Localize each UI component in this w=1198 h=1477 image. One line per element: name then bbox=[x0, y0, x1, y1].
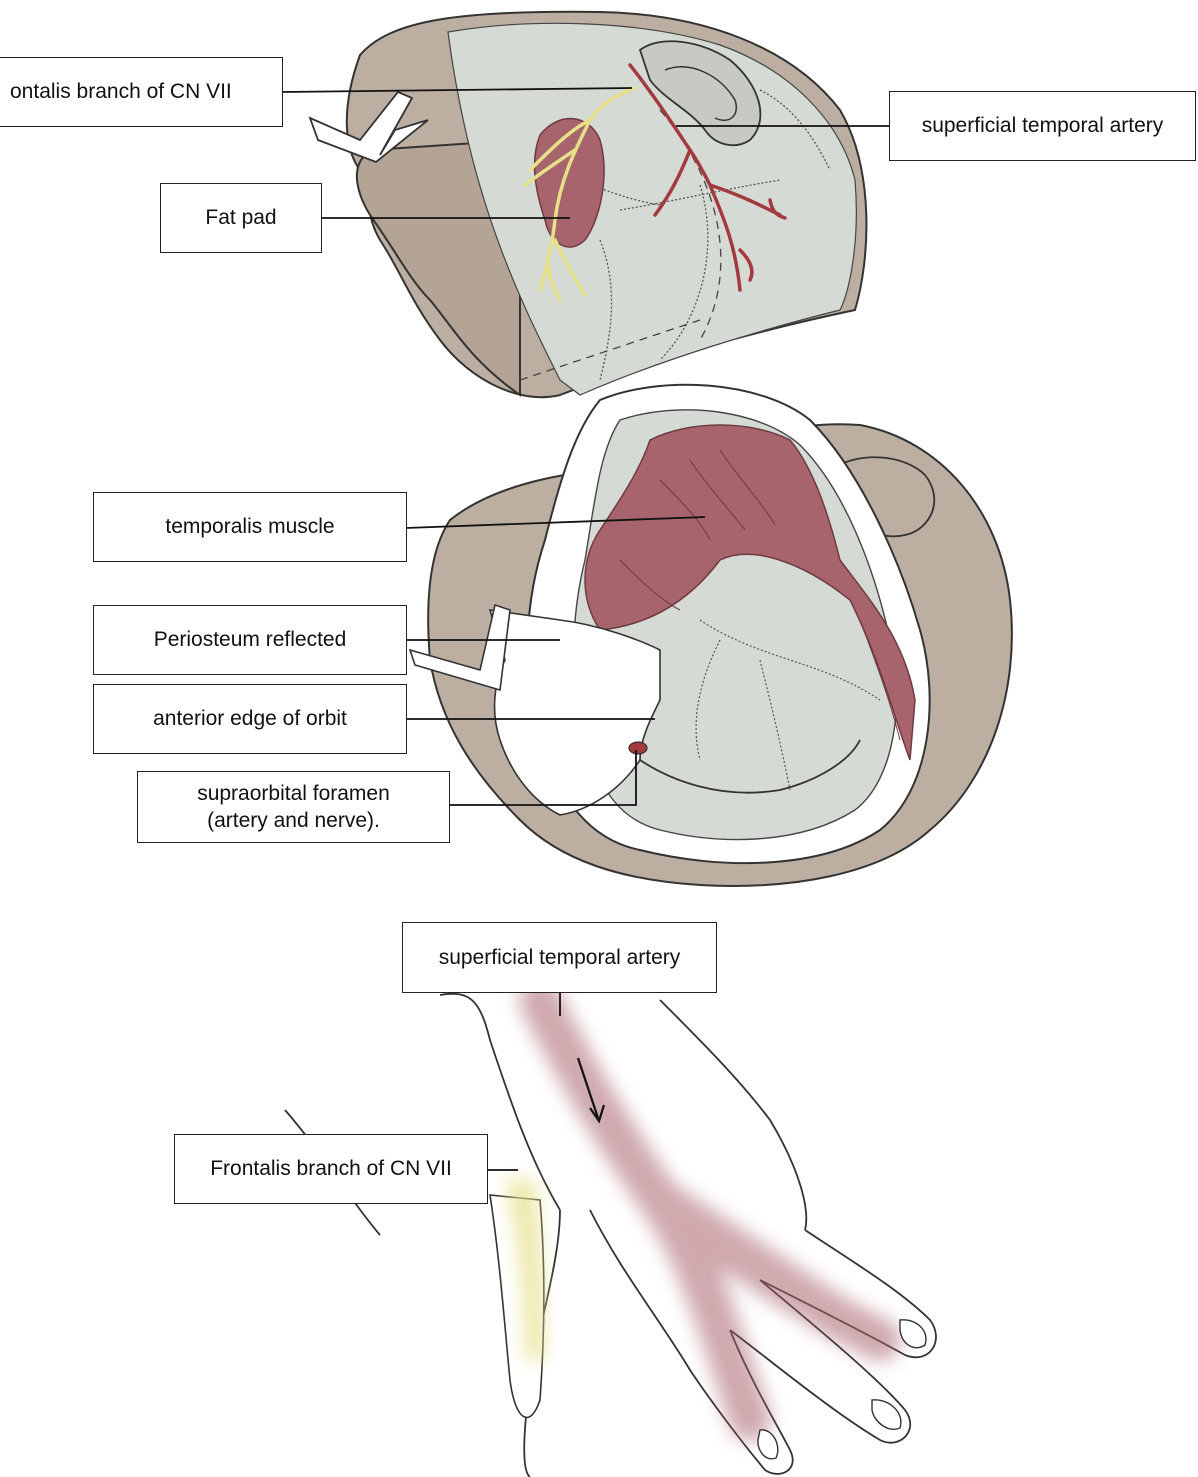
label-fat-pad: Fat pad bbox=[160, 183, 322, 253]
bottom-nail-1 bbox=[900, 1320, 926, 1348]
middle-supraorbital-foramen bbox=[629, 742, 647, 754]
bottom-hand-illustration bbox=[285, 994, 936, 1477]
bottom-nail-2 bbox=[872, 1400, 901, 1429]
label-periosteum-reflected: Periosteum reflected bbox=[93, 605, 407, 675]
label-frontalis-branch-bottom: Frontalis branch of CN VII bbox=[174, 1134, 488, 1204]
top-head-illustration bbox=[310, 12, 866, 397]
label-anterior-edge-of-orbit: anterior edge of orbit bbox=[93, 684, 407, 754]
middle-head-illustration bbox=[410, 385, 1012, 886]
label-frontalis-branch-top: ontalis branch of CN VII bbox=[0, 57, 283, 127]
bottom-hand-outline bbox=[285, 994, 936, 1477]
label-temporalis-muscle: temporalis muscle bbox=[93, 492, 407, 562]
label-supraorbital-foramen-line1: supraorbital foramen bbox=[197, 780, 390, 807]
label-supraorbital-foramen: supraorbital foramen (artery and nerve). bbox=[137, 771, 450, 843]
bottom-nail-3 bbox=[758, 1430, 778, 1459]
label-superficial-temporal-artery-bottom: superficial temporal artery bbox=[402, 922, 717, 993]
label-supraorbital-foramen-line2: (artery and nerve). bbox=[207, 807, 380, 834]
label-superficial-temporal-artery-top: superficial temporal artery bbox=[889, 91, 1196, 161]
